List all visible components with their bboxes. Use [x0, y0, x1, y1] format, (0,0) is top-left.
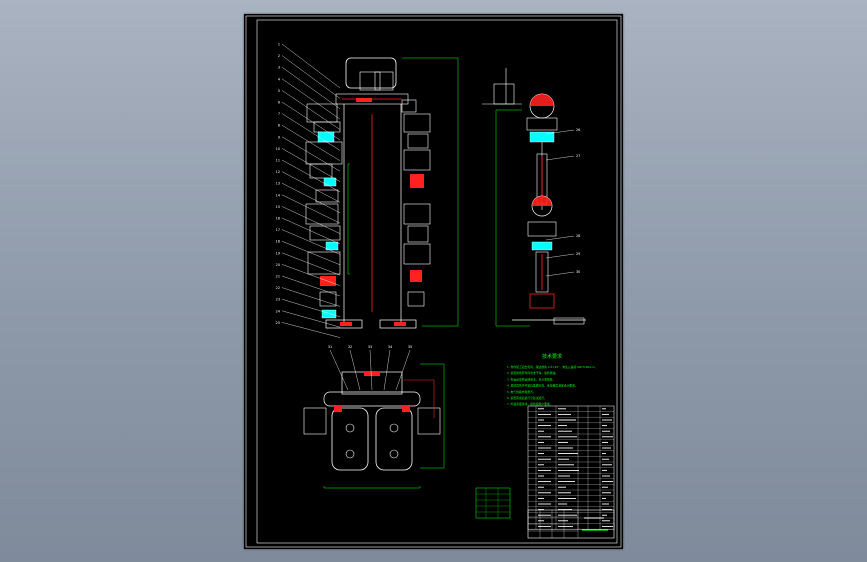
- balloon-label: 19: [276, 251, 280, 255]
- balloon-label: 14: [276, 193, 280, 197]
- leader-line: [281, 43, 341, 89]
- note-line: 6. 装配完成后进行空载试运行。: [507, 396, 547, 400]
- balloon-label: 15: [276, 205, 280, 209]
- note-line: 3. 各运动部件运转灵活，无卡滞现象。: [507, 377, 555, 381]
- parts-list-table: [527, 405, 615, 530]
- leader-line: [349, 349, 361, 391]
- leader-line: [281, 90, 341, 130]
- leader-line: [281, 299, 341, 317]
- technical-notes: 技术要求 1. 零件加工后去毛刺，锐边倒角 0.5×45°，未注公差按 GB/T…: [507, 353, 598, 406]
- leader-line: [383, 349, 391, 391]
- balloon-label: 8: [278, 124, 280, 128]
- leader-line: [395, 349, 411, 391]
- rev-frame: [475, 487, 511, 519]
- balloon-label: 4: [278, 77, 280, 81]
- balloon-label: 27: [576, 154, 580, 158]
- title-block: [527, 509, 615, 539]
- notes-lines: 1. 零件加工后去毛刺，锐边倒角 0.5×45°，未注公差按 GB/T1804-…: [507, 365, 598, 406]
- balloon-label: 29: [576, 252, 580, 256]
- leader-line: [281, 264, 341, 286]
- leader-line: [545, 271, 575, 277]
- leader-line: [329, 349, 349, 391]
- balloon-label: 33: [368, 345, 372, 349]
- drawing-canvas[interactable]: 1234567891011121314151617181920212223242…: [244, 14, 623, 549]
- leader-line: [281, 171, 341, 203]
- notes-title: 技术要求: [542, 353, 562, 360]
- balloon-group-right: 26 27 28 29 30: [545, 128, 580, 277]
- leader-line: [545, 155, 575, 161]
- balloon-label: 35: [408, 345, 412, 349]
- balloon-label: 7: [278, 112, 280, 116]
- balloon-label: 26: [576, 128, 580, 132]
- leader-line: [281, 136, 341, 172]
- leader-line: [545, 253, 575, 259]
- balloon-label: 18: [276, 240, 280, 244]
- balloon-label: 1: [278, 43, 280, 47]
- leader-line: [281, 310, 341, 328]
- balloon-group-bottom: 31 32 33 34 35: [328, 345, 412, 391]
- top-view: [303, 363, 445, 489]
- outer-frame: [245, 15, 622, 548]
- leader-line: [281, 113, 341, 151]
- balloon-label: 20: [276, 263, 280, 267]
- revision-table: [475, 487, 511, 519]
- leader-line: [281, 229, 341, 255]
- note-line: 5. 电气线路布置整齐。: [507, 390, 536, 394]
- note-line: 4. 调试后各关节定位准确可靠，重复精度满足设计要求。: [507, 384, 578, 388]
- leader-line: [281, 217, 341, 245]
- leader-line: [281, 67, 341, 109]
- balloon-label: 31: [328, 345, 332, 349]
- leader-line: [281, 148, 341, 182]
- inner-frame: [256, 19, 618, 544]
- balloon-group-left: 1234567891011121314151617181920212223242…: [276, 43, 341, 338]
- leader-line: [281, 125, 341, 161]
- balloon-label: 13: [276, 182, 280, 186]
- balloon-label: 23: [276, 298, 280, 302]
- balloon-label: 11: [276, 159, 280, 163]
- leader-line: [281, 194, 341, 224]
- balloon-label: 6: [278, 101, 280, 105]
- balloon-label: 17: [276, 228, 280, 232]
- leader-line: [545, 235, 575, 241]
- balloon-label: 5: [278, 89, 280, 93]
- front-view: [305, 57, 459, 329]
- balloon-label: 22: [276, 286, 280, 290]
- balloon-label: 16: [276, 217, 280, 221]
- leader-line: [281, 322, 341, 338]
- leader-line: [281, 287, 341, 307]
- side-view: [482, 68, 586, 327]
- balloon-label: 24: [276, 309, 280, 313]
- leader-line: [281, 55, 341, 99]
- balloon-label: 34: [388, 345, 392, 349]
- leader-line: [281, 252, 341, 276]
- leader-line: [281, 159, 341, 193]
- leader-line: [281, 183, 341, 213]
- note-line: 2. 装配前所有零件清洗干净，涂防锈油。: [507, 371, 558, 375]
- balloon-label: 21: [276, 275, 280, 279]
- balloon-label: 3: [278, 66, 280, 70]
- leader-line: [281, 206, 341, 234]
- leader-line: [281, 78, 341, 120]
- balloon-label: 25: [276, 321, 280, 325]
- balloon-label: 28: [576, 234, 580, 238]
- balloon-label: 30: [576, 270, 580, 274]
- leader-line: [545, 129, 575, 135]
- balloon-label: 9: [278, 135, 280, 139]
- leader-line: [281, 101, 341, 141]
- balloon-label: 12: [276, 170, 280, 174]
- note-line: 1. 零件加工后去毛刺，锐边倒角 0.5×45°，未注公差按 GB/T1804-…: [507, 365, 598, 369]
- balloon-label: 2: [278, 54, 280, 58]
- leader-line: [281, 241, 341, 265]
- balloon-label: 10: [276, 147, 280, 151]
- leader-line: [281, 275, 341, 297]
- note-line: 7. 外露表面涂漆，颜色按用户要求。: [507, 402, 553, 406]
- balloon-label: 32: [348, 345, 352, 349]
- leader-line: [369, 349, 373, 391]
